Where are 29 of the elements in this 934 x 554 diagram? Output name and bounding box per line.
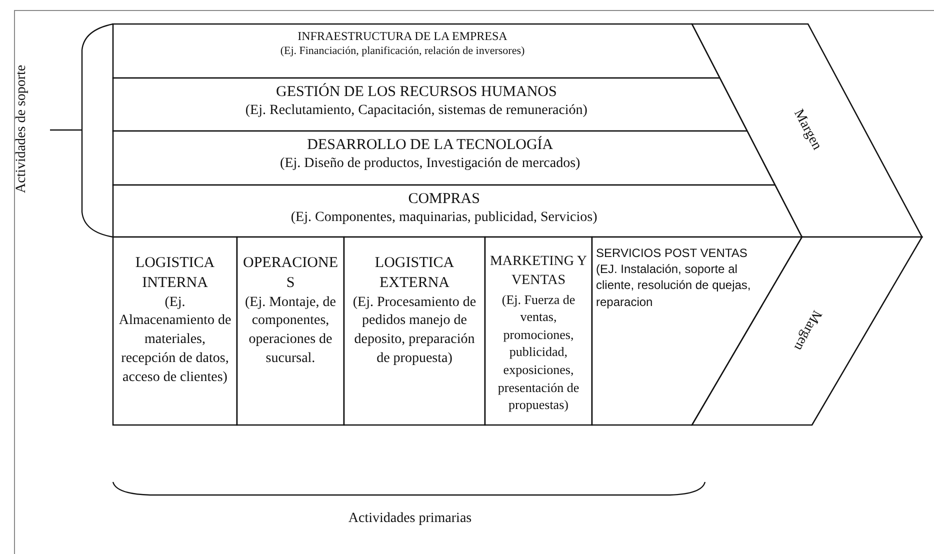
activity-examples: (Ej. Financiación, planificación, relación de inversores) [279,44,526,60]
activity-examples: (Ej. Fuerza de ventas, promociones, publicidad, exposiciones, presentación de propuestas) [496,290,580,414]
activity-heading: DESARROLLO DE LA TECNOLOGÍA [306,135,554,155]
support-activity-band [113,24,720,78]
activity-heading: OPERACIONES [242,254,339,294]
activity-heading: LOGISTICA EXTERNA [374,254,456,294]
support-activity-band [113,185,802,237]
activity-examples: (EJ. Instalación, soporte al cliente, resolución de quejas, reparacion [596,261,752,310]
primary-activity-cell [485,237,592,425]
activity-examples: (Ej. Montaje, de componentes, operaciones de sucursal. [244,294,337,368]
activity-heading: INFRAESTRUCTURA DE LA EMPRESA [296,28,508,44]
primary-activities-label: Actividades primarias [347,511,473,527]
margin-band [692,24,922,237]
support-activities-label: Actividades de soporte [14,64,30,196]
activity-heading: LOGISTICA INTERNA [134,254,216,294]
activity-examples: (Ej. Reclutamiento, Capacitación, sistemas de remuneración) [244,102,588,120]
primary-activity-cell [344,237,485,425]
activity-examples: (Ej. Procesamiento de pedidos manejo de deposito, preparación de propuesta) [352,294,478,368]
activity-heading: GESTIÓN DE LOS RECURSOS HUMANOS [275,82,558,102]
activity-examples: (Ej. Diseño de productos, Investigación de mercados) [279,155,582,174]
activity-examples: (Ej. Almacenamiento de materiales, recepción de datos, acceso de clientes) [118,294,232,388]
activity-heading: SERVICIOS POST VENTAS [596,245,748,262]
primary-activity-cell [237,237,344,425]
activity-examples: (Ej. Componentes, maquinarias, publicidad, Servicios) [290,209,598,228]
support-activity-band [113,78,748,131]
support-activity-band [113,131,776,185]
activity-heading: COMPRAS [407,190,481,209]
activity-heading: MARKETING Y VENTAS [489,253,588,290]
primary-activity-cell [113,237,237,425]
